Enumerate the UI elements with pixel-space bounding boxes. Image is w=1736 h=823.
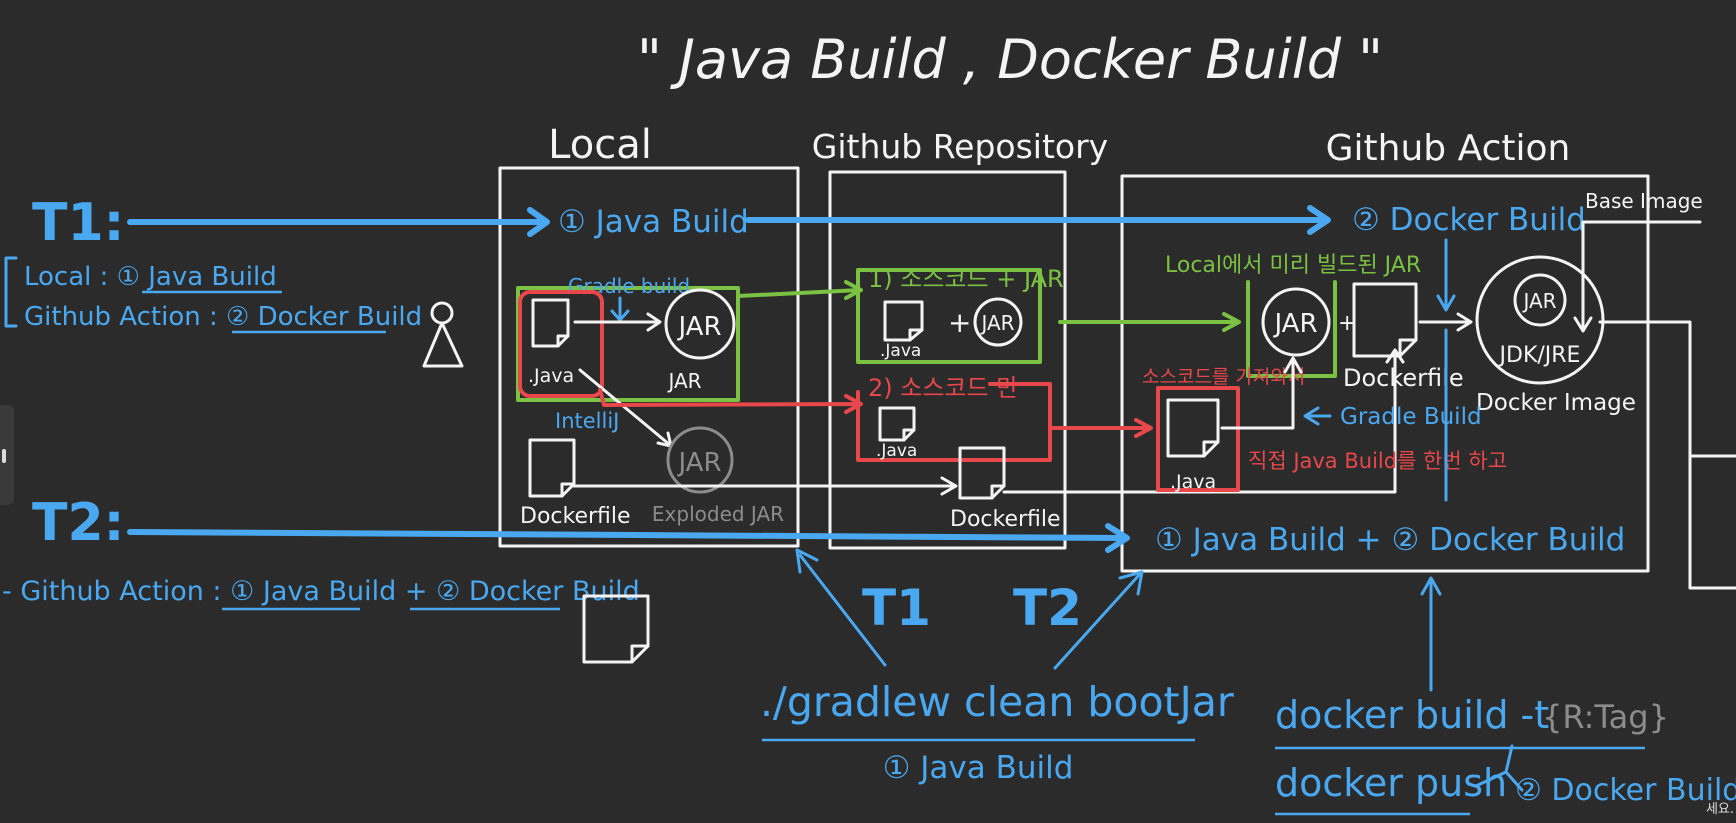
gradle-caption: ① Java Build — [883, 750, 1074, 786]
legend-t1-line2: Github Action : ② Docker Build — [24, 302, 422, 332]
action-plus: + — [1338, 311, 1356, 336]
bottom-t1: T1 — [862, 579, 931, 637]
legend-t2-label: T2: — [32, 493, 124, 553]
docker-caption: ② Docker Build — [1515, 773, 1736, 808]
gradle-command: ./gradlew clean bootJar — [760, 678, 1234, 726]
docker-image-caption: Docker Image — [1476, 390, 1636, 416]
white-arrow-dockerfile-repo — [572, 476, 958, 496]
docker-tag: {R:Tag} — [1542, 698, 1669, 736]
diagram-title: " Java Build , Docker Build " — [637, 28, 1383, 91]
local-red-group — [518, 290, 604, 398]
legend-t2-line1: - Github Action : ① Java Build + ② Docke… — [2, 576, 640, 607]
local-dockerfile-label: Dockerfile — [520, 504, 631, 529]
docker-cmd-up-arrow — [1420, 576, 1442, 692]
repo-red-group — [856, 382, 1052, 462]
bottom-t2: T2 — [1013, 579, 1082, 637]
docker-build-down-arrow — [1436, 238, 1456, 312]
right-edge-lines — [1598, 320, 1736, 590]
legend-bracket — [4, 256, 18, 328]
green-arrow-local-repo — [736, 280, 863, 300]
docker-image-jar-circle — [1513, 273, 1567, 327]
repo-option2: 2) 소스코드 만 — [868, 374, 1018, 402]
to-docker-image-arrow — [1418, 312, 1473, 332]
t2-arrow — [127, 523, 1130, 553]
repo-green-group — [856, 268, 1042, 364]
java-to-exploded-arrow — [578, 368, 673, 448]
docker-push-command: docker push — [1275, 761, 1507, 805]
corner-caption: 세요. — [1705, 802, 1734, 817]
repo-plus: + — [948, 306, 971, 339]
repo-option2-java-icon — [878, 406, 916, 442]
java-to-jar-arrow — [573, 312, 662, 332]
repo-dockerfile-label: Dockerfile — [950, 507, 1061, 532]
green-arrow-repo-action — [1058, 312, 1241, 332]
exploded-jar-circle — [666, 426, 734, 494]
action-combined: ① Java Build + ② Docker Build — [1155, 522, 1625, 558]
exploded-jar-inner: JAR — [676, 448, 721, 478]
local-box — [498, 166, 800, 548]
white-arrow-dockerfile-action — [1002, 348, 1405, 494]
docker-image-jdk: JDK/JRE — [1498, 343, 1581, 368]
action-source-fetch: 소스코드를 가져와서 — [1142, 366, 1305, 388]
docker-push-brace — [1474, 744, 1524, 792]
sidebar-toggle-handle[interactable] — [0, 405, 14, 505]
empty-file-icon — [582, 594, 650, 664]
repo-option2-java-label: .Java — [876, 441, 917, 461]
gradle-build-arrow — [1303, 406, 1332, 426]
local-java-file-label: .Java — [528, 365, 574, 387]
action-docker-build-top: ② Docker Build — [1352, 202, 1586, 238]
t1-arrow — [127, 205, 1331, 237]
action-direct-build: 직접 Java Build를 한번 하고 — [1248, 449, 1507, 473]
red-arrow-local-repo — [598, 388, 863, 414]
repo-jar-label: JAR — [979, 311, 1014, 335]
docker-build-command: docker build -t — [1275, 693, 1549, 737]
column-header-repo: Github Repository — [812, 127, 1108, 166]
person-icon — [422, 301, 464, 368]
local-java-file-icon — [531, 298, 570, 348]
repo-jar-circle — [973, 297, 1023, 347]
local-gradle-build: Gradle build — [568, 274, 690, 298]
local-dockerfile-icon — [528, 438, 576, 498]
t2-up-arrow — [1053, 570, 1144, 670]
local-intellij: IntelliJ — [555, 409, 619, 433]
action-gradle-build: Gradle Build — [1340, 404, 1482, 430]
t1-up-arrow — [795, 548, 887, 667]
base-image-arrow — [1573, 220, 1702, 333]
action-java-file-label: .Java — [1170, 471, 1216, 493]
local-jar-circle — [664, 288, 736, 360]
local-java-build: ① Java Build — [558, 204, 749, 240]
repo-dockerfile-icon — [958, 446, 1006, 500]
action-dockerfile-icon — [1352, 282, 1418, 358]
local-exploded-jar: Exploded JAR — [652, 502, 784, 526]
legend-t1-label: T1: — [32, 193, 124, 253]
action-prebuilt-jar: Local에서 미리 빌드된 JAR — [1165, 253, 1421, 278]
repo-option1: 1) 소스코드 + JAR — [868, 265, 1064, 293]
docker-image-jar-label: JAR — [1521, 289, 1556, 313]
repo-option1-java-label: .Java — [880, 341, 921, 361]
repo-option1-java-icon — [883, 300, 924, 342]
column-header-action: Github Action — [1326, 128, 1571, 169]
legend-t1-line1: Local : ① Java Build — [24, 262, 277, 292]
action-dockerfile-label: Dockerfile — [1343, 364, 1464, 392]
docker-image-circle — [1475, 255, 1605, 385]
local-jar-label: JAR — [676, 312, 721, 342]
local-jar-caption: JAR — [666, 369, 701, 393]
column-header-local: Local — [548, 122, 652, 168]
action-jar-label: JAR — [1272, 309, 1317, 339]
red-arrow-repo-action — [1048, 418, 1153, 438]
action-base-image: Base Image — [1585, 189, 1703, 213]
action-jar-circle — [1261, 287, 1331, 357]
java-to-jar-action-arrow — [1220, 356, 1303, 430]
gradle-down-arrow — [610, 296, 630, 322]
repo-box — [828, 170, 1067, 550]
action-java-file-icon — [1166, 398, 1220, 458]
action-red-group — [1156, 386, 1240, 492]
action-box — [1120, 174, 1650, 573]
